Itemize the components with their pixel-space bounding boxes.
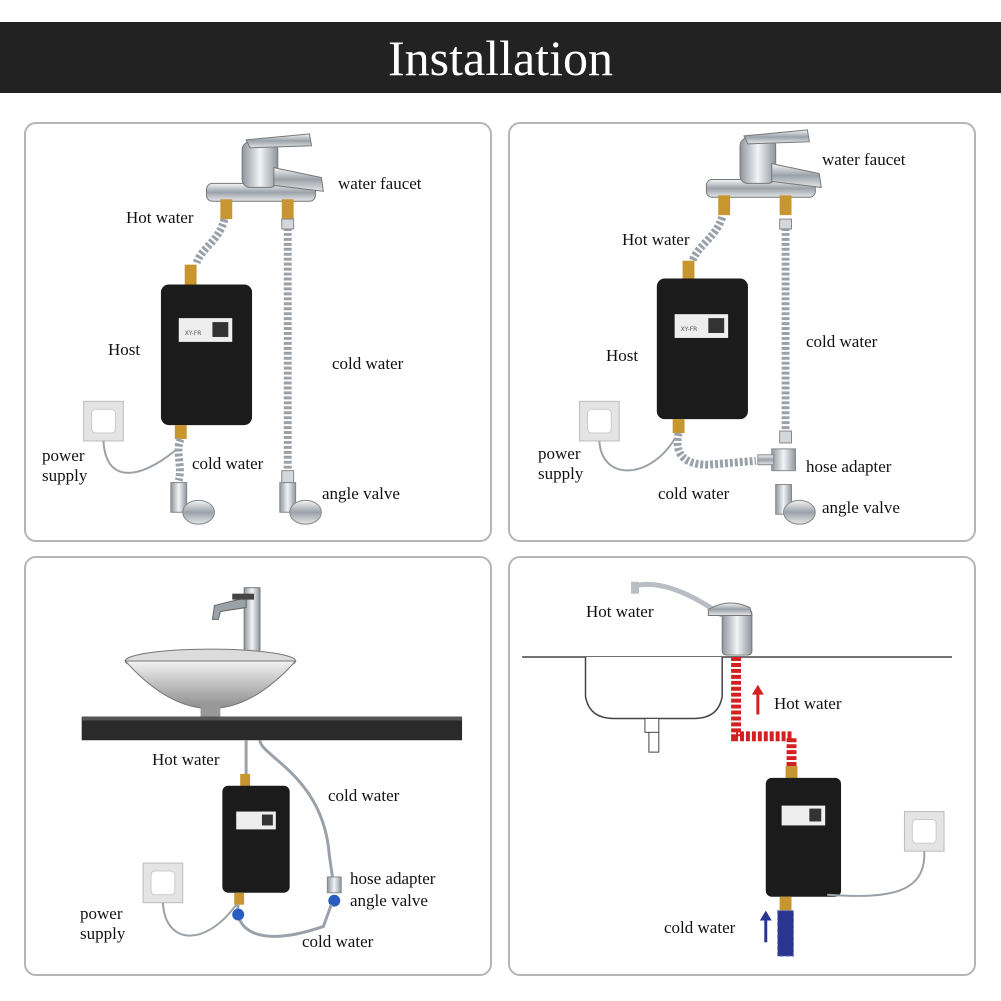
power-cable — [598, 438, 676, 472]
panel-3-diagram — [81, 587, 463, 938]
label-power-supply: power supply — [80, 904, 126, 943]
inlet-valve — [232, 908, 245, 921]
power-cable — [827, 851, 926, 897]
angle-valve-left — [170, 482, 215, 525]
hot-water-arrow-icon — [751, 684, 764, 715]
label-cold-water-pipe: cold water — [806, 332, 878, 351]
label-cold-water-pipe: cold water — [328, 786, 400, 805]
kitchen-sink — [584, 657, 723, 753]
heater-host: XY-FR — [656, 260, 748, 434]
page-title: Installation — [388, 30, 613, 86]
power-outlet-icon — [903, 811, 945, 852]
angle-valve — [775, 484, 816, 525]
label-cold-water: cold water — [664, 918, 736, 937]
basin-faucet — [211, 587, 261, 658]
label-power-supply: power supply — [538, 444, 584, 483]
panel-1-diagram: XY-FR — [83, 133, 324, 525]
power-outlet-icon — [579, 400, 620, 442]
cold-water-hose — [779, 218, 793, 444]
hose-adapter — [326, 876, 342, 907]
header-banner: Installation — [0, 22, 1001, 93]
panel-faucet-adapter: XY-FR water faucet Hot water Host cold w… — [508, 122, 976, 542]
label-hot-water-top: Hot water — [586, 602, 654, 621]
panel-sink-basin: Hot water cold water hose adapter angle … — [24, 556, 492, 976]
heater-host: XY-FR — [160, 264, 253, 439]
cold-water-arrow-icon — [759, 910, 772, 943]
cold-water-hose — [281, 218, 295, 484]
label-host: Host — [606, 346, 639, 365]
power-cable — [161, 902, 238, 937]
panel-2-diagram: XY-FR — [579, 129, 822, 525]
heater-display-text: XY-FR — [681, 326, 698, 333]
label-hot-water: Hot water — [622, 230, 690, 249]
angle-valve-right — [279, 482, 322, 525]
cold-water-pipe — [777, 910, 794, 957]
hot-water-hose — [192, 217, 229, 265]
heater-host — [222, 773, 290, 905]
cold-water-hose — [258, 739, 335, 884]
power-cable — [102, 440, 176, 474]
label-hot-water: Hot water — [152, 750, 220, 769]
label-angle-valve: angle valve — [350, 891, 428, 910]
heater-host — [765, 766, 842, 911]
label-cold-water-inlet: cold water — [658, 484, 730, 503]
sink-bowl — [124, 648, 297, 719]
cold-inlet-hose — [673, 432, 757, 469]
cold-inlet-hose — [174, 437, 185, 482]
panel-faucet-basic: XY-FR water faucet Hot water Host cold w… — [24, 122, 492, 542]
kitchen-faucet — [631, 581, 753, 656]
hose-adapter — [757, 448, 796, 472]
hot-water-hose — [688, 215, 726, 263]
countertop — [81, 716, 463, 741]
label-hot-water: Hot water — [126, 208, 194, 227]
label-host: Host — [108, 340, 141, 359]
label-angle-valve: angle valve — [322, 484, 400, 503]
power-outlet-icon — [83, 400, 124, 442]
heater-display-text: XY-FR — [185, 330, 202, 337]
power-outlet-icon — [142, 862, 184, 904]
label-hose-adapter: hose adapter — [350, 869, 436, 888]
panel-4-diagram — [522, 581, 952, 957]
faucet — [206, 133, 324, 220]
faucet — [705, 129, 822, 216]
label-cold-water-pipe: cold water — [332, 354, 404, 373]
label-water-faucet: water faucet — [338, 174, 422, 193]
label-hose-adapter: hose adapter — [806, 457, 892, 476]
panel-kitchen-sink: Hot water Hot water cold water — [508, 556, 976, 976]
label-power-supply: power supply — [42, 446, 88, 485]
label-water-faucet: water faucet — [822, 150, 906, 169]
label-cold-water-inlet: cold water — [302, 932, 374, 951]
label-angle-valve: angle valve — [822, 498, 900, 517]
label-hot-water-arrow: Hot water — [774, 694, 842, 713]
label-cold-water-inlet: cold water — [192, 454, 264, 473]
